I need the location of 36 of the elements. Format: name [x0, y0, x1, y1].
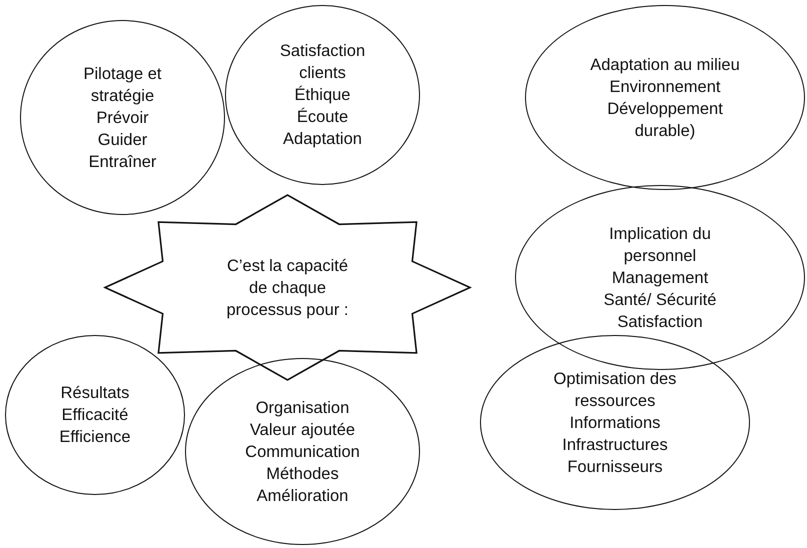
ellipse	[480, 335, 750, 510]
ellipse-text: Santé/ Sécurité	[604, 290, 716, 310]
ellipse-text: Satisfaction	[617, 312, 703, 332]
ellipse	[185, 358, 420, 545]
ellipse-text: Efficience	[59, 427, 131, 448]
ellipse-text: Efficacité	[62, 405, 128, 426]
ellipse-text: Méthodes	[266, 464, 339, 484]
ellipse-text: Éthique	[294, 84, 350, 106]
ellipse-text: Valeur ajoutée	[250, 420, 356, 440]
ellipse-text: Résultats	[60, 383, 130, 404]
ellipse-text: Infrastructures	[562, 434, 668, 456]
ellipse-text: Environnement	[610, 76, 720, 98]
ellipse-text: Adaptation	[283, 129, 362, 150]
ellipse-text: Implication du personnel	[608, 224, 712, 266]
ellipse-text: Satisfaction clients	[278, 41, 366, 84]
ellipse	[5, 335, 185, 495]
ellipse-text: Développement durable)	[606, 98, 724, 142]
ellipse-text: Fournisseurs	[567, 456, 663, 478]
ellipse-text: Informations	[570, 412, 660, 434]
ellipse	[225, 5, 420, 185]
ellipse-text: Amélioration	[256, 486, 348, 506]
ellipse-text: Adaptation au milieu	[590, 54, 740, 76]
ellipse-text: Communication	[245, 442, 360, 462]
star-text: C’est la capacité de chaque processus pour :	[226, 256, 350, 320]
ellipse	[20, 20, 225, 215]
ellipse-text: Organisation	[256, 398, 350, 418]
ellipse	[515, 185, 805, 370]
ellipse-text: Optimisation des ressources	[552, 368, 678, 412]
ellipse-text: Management	[612, 268, 708, 288]
ellipse-text: Guider	[98, 130, 148, 150]
star-shape	[105, 195, 470, 380]
ellipse-text: Pilotage et stratégie	[82, 64, 162, 106]
ellipse-text: Prévoir	[96, 108, 149, 128]
ellipse-text: Écoute	[296, 106, 348, 128]
ellipse-text: Entraîner	[88, 152, 156, 172]
ellipse	[525, 5, 805, 190]
